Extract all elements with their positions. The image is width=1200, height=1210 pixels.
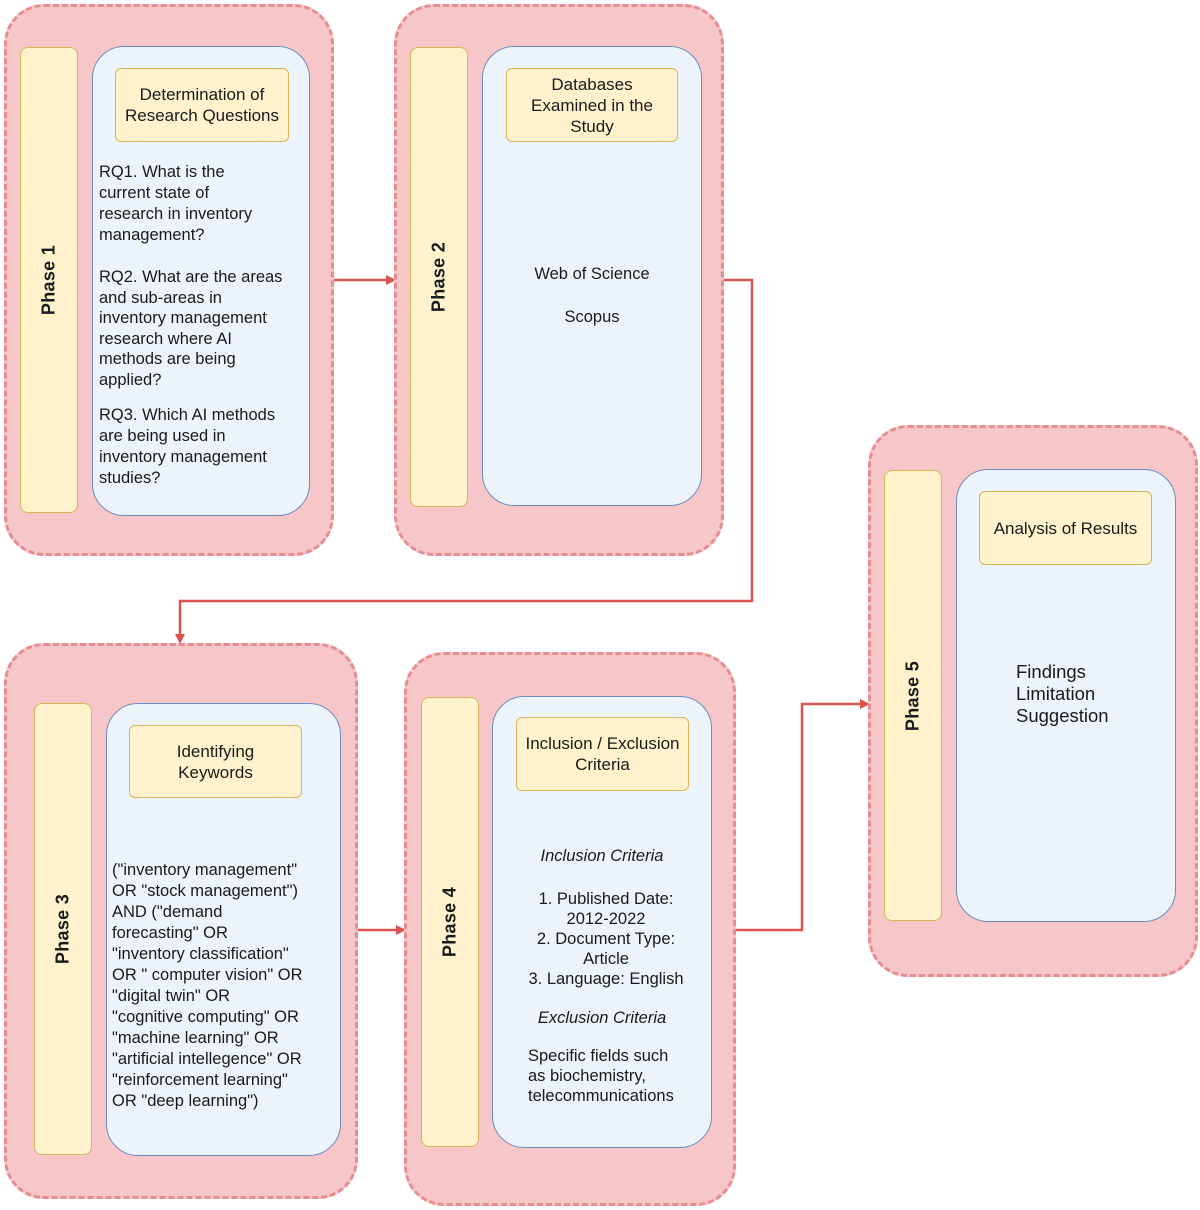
phase-5-title: Analysis of Results [979, 491, 1152, 565]
phase-2-label-bar: Phase 2 [410, 47, 468, 507]
phase-5-label: Phase 5 [902, 660, 923, 731]
phase-4-exclusion-heading: Exclusion Criteria [537, 1009, 667, 1027]
phase-1-rq1: RQ1. What is the current state of resear… [99, 163, 253, 244]
phase-3-title: Identifying Keywords [129, 725, 302, 798]
phase-5-outputs: Findings Limitation Suggestion [1016, 661, 1109, 726]
phase-1-rq2: RQ2. What are the areas and sub-areas in… [99, 268, 283, 389]
phase-2-database-scopus: Scopus [564, 308, 620, 326]
phase-4-title: Inclusion / Exclusion Criteria [516, 717, 689, 791]
phase-2-database-web-of-science: Web of Science [534, 265, 650, 283]
phase-4-exclusion-text: Specific fields such as biochemistry, te… [528, 1047, 674, 1105]
phase-3-keywords: ("inventory management" OR "stock manage… [112, 861, 303, 1110]
phase-4-inclusion-heading: Inclusion Criteria [540, 847, 664, 865]
phase-1-title: Determination of Research Questions [115, 68, 289, 142]
arrow-phase4-to-phase5 [736, 699, 870, 932]
phase-2-label: Phase 2 [428, 241, 449, 313]
phase-4-label-bar: Phase 4 [421, 697, 479, 1147]
phase-1-rq3: RQ3. Which AI methods are being used in … [99, 406, 276, 487]
phase-3-label-bar: Phase 3 [34, 703, 92, 1155]
phase-4-label: Phase 4 [439, 886, 460, 958]
phase-2-title: Databases Examined in the Study [506, 68, 678, 142]
phase-1-label: Phase 1 [38, 244, 59, 316]
arrow-phase2-to-phase3 [175, 278, 754, 644]
phase-4-inclusion-items: 1. Published Date: 2012-2022 2. Document… [528, 890, 684, 988]
phase-3-label: Phase 3 [52, 893, 73, 965]
phase-1-label-bar: Phase 1 [20, 47, 78, 513]
phase-5-label-bar: Phase 5 [884, 470, 942, 921]
